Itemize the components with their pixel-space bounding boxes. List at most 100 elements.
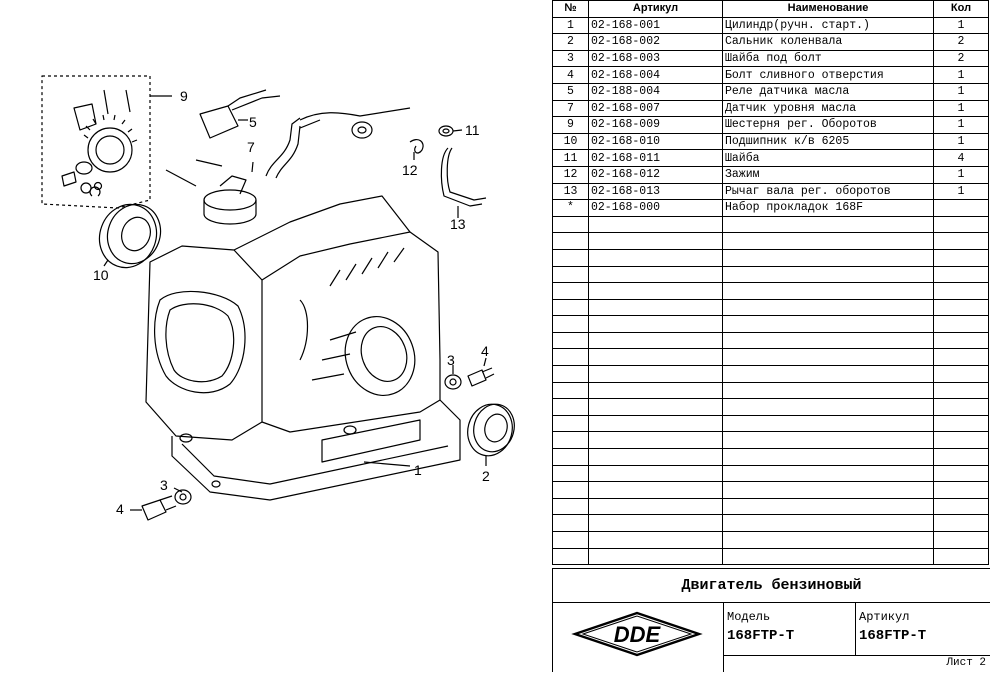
model-cell: Модель 168FTP-T — [724, 603, 856, 656]
cell-name: Цилиндр(ручн. старт.) — [722, 16, 934, 35]
cell-qty: 2 — [933, 33, 989, 51]
exploded-parts-drawing: 1 2 3 4 3 4 5 7 9 10 11 12 13 — [41, 75, 515, 521]
callout-9: 9 — [180, 88, 188, 104]
empty-cell — [588, 282, 723, 300]
callout-13: 13 — [450, 216, 466, 232]
cell-qty: 1 — [933, 182, 989, 201]
empty-cell — [552, 414, 589, 433]
empty-cell — [588, 232, 723, 250]
empty-cell — [933, 348, 989, 367]
empty-cell — [722, 531, 934, 549]
bearing-part — [98, 203, 162, 269]
cell-qty: 1 — [933, 116, 989, 134]
empty-cell — [588, 348, 723, 367]
empty-table-row — [552, 282, 989, 300]
empty-cell — [588, 315, 723, 333]
article-label: Артикул — [859, 610, 910, 624]
logo-text: DDE — [614, 622, 662, 647]
empty-cell — [588, 464, 723, 483]
callout-4-left: 4 — [116, 501, 124, 517]
cell-article: 02-168-012 — [588, 165, 723, 184]
cell-article: 02-188-004 — [588, 82, 723, 101]
empty-cell — [552, 547, 589, 566]
empty-cell — [933, 315, 989, 333]
empty-cell — [722, 464, 934, 483]
empty-cell — [588, 331, 723, 350]
empty-cell — [933, 481, 989, 499]
empty-table-row — [552, 265, 989, 284]
empty-table-row — [552, 448, 989, 466]
empty-cell — [552, 232, 589, 250]
small-parts — [351, 121, 487, 207]
cell-num: 2 — [552, 33, 589, 51]
cell-qty: 1 — [933, 165, 989, 184]
empty-table-row — [552, 547, 989, 566]
empty-cell — [722, 348, 934, 367]
cell-article: 02-168-003 — [588, 49, 723, 68]
empty-table-row — [552, 331, 989, 350]
empty-cell — [552, 481, 589, 499]
empty-cell — [722, 448, 934, 466]
empty-cell — [722, 232, 934, 250]
empty-cell — [552, 215, 589, 234]
empty-cell — [552, 348, 589, 367]
empty-cell — [722, 215, 934, 234]
callout-1: 1 — [414, 462, 422, 478]
cell-num: 5 — [552, 82, 589, 101]
cell-name: Набор прокладок 168F — [722, 199, 934, 217]
article-value: 168FTP-T — [859, 628, 927, 644]
title-block: Двигатель бензиновый DDE Модель 168FTP-T… — [552, 568, 990, 672]
empty-cell — [933, 298, 989, 317]
empty-cell — [552, 431, 589, 450]
empty-table-row — [552, 431, 989, 450]
empty-table-row — [552, 481, 989, 499]
empty-cell — [588, 248, 723, 267]
empty-table-row — [552, 315, 989, 333]
document-title: Двигатель бензиновый — [553, 569, 990, 603]
engine-block-diagram: 1 2 3 4 3 4 5 7 9 10 11 12 13 — [41, 75, 515, 521]
cell-name: Болт сливного отверстия — [722, 66, 934, 84]
empty-table-row — [552, 414, 989, 433]
empty-cell — [552, 331, 589, 350]
model-label: Модель — [727, 610, 771, 624]
header-num: № — [552, 0, 589, 18]
empty-cell — [933, 531, 989, 549]
empty-cell — [722, 365, 934, 383]
dde-logo-icon: DDE — [571, 611, 703, 657]
cell-qty: 1 — [933, 132, 989, 151]
cell-qty: 1 — [933, 16, 989, 35]
cell-num: 9 — [552, 116, 589, 134]
empty-cell — [722, 398, 934, 416]
empty-cell — [933, 514, 989, 532]
empty-cell — [552, 365, 589, 383]
empty-cell — [588, 481, 723, 499]
cell-qty: 1 — [933, 66, 989, 84]
empty-cell — [588, 431, 723, 450]
cell-name: Сальник коленвала — [722, 33, 934, 51]
cell-name: Шайба под болт — [722, 49, 934, 68]
empty-cell — [722, 265, 934, 284]
empty-cell — [588, 298, 723, 317]
empty-cell — [552, 497, 589, 516]
empty-cell — [722, 431, 934, 450]
cell-num: 1 — [552, 16, 589, 35]
oil-level-sensor-part — [165, 107, 411, 225]
table-header-row: № Артикул Наименование Кол — [552, 0, 989, 18]
brand-logo: DDE — [553, 603, 724, 672]
cell-name: Подшипник к/в 6205 — [722, 132, 934, 151]
cell-article: 02-168-004 — [588, 66, 723, 84]
empty-cell — [588, 365, 723, 383]
cell-article: 02-168-000 — [588, 199, 723, 217]
empty-cell — [933, 265, 989, 284]
cell-num: 4 — [552, 66, 589, 84]
empty-cell — [722, 315, 934, 333]
empty-cell — [933, 431, 989, 450]
cell-num: 10 — [552, 132, 589, 151]
